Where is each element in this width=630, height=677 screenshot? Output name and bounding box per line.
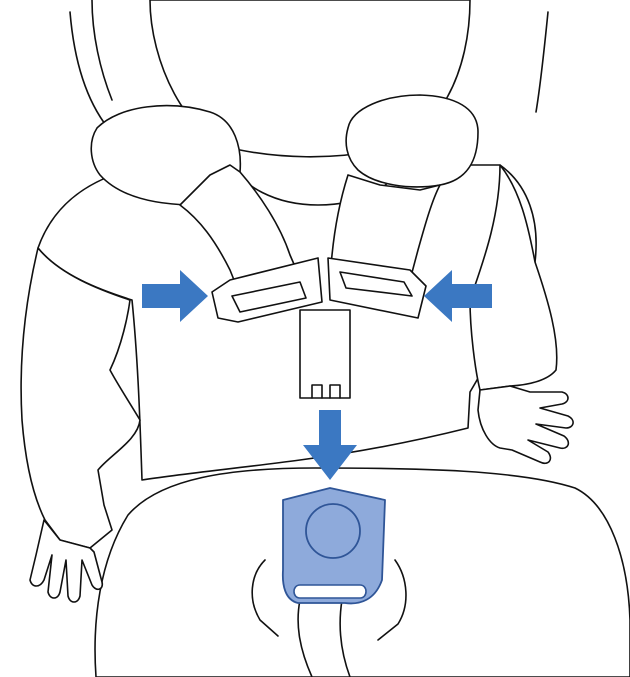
harness-tongue: [300, 310, 350, 398]
child-hand-right: [478, 386, 573, 463]
seat-headrest-right: [536, 12, 548, 112]
shoulder-pad-right: [346, 95, 478, 187]
seat-headrest-inner-left: [92, 0, 112, 100]
crotch-buckle-release-button[interactable]: [306, 504, 360, 558]
crotch-buckle-slot: [294, 585, 366, 598]
